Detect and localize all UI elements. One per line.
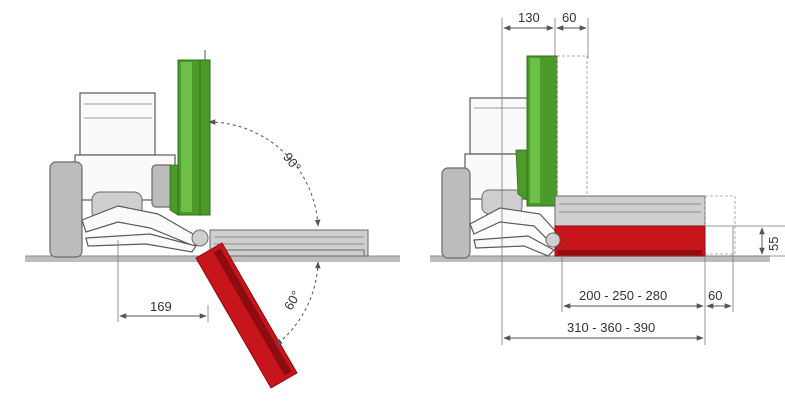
left-view: 90° 60° 169 xyxy=(25,50,400,389)
ground-right xyxy=(430,256,770,262)
linkage-arm-lower xyxy=(85,233,197,253)
grey-deck-horizontal xyxy=(209,229,369,257)
dim-working-label: 200 - 250 - 280 xyxy=(579,288,667,303)
grey-deck-right xyxy=(554,195,706,227)
red-deck-highlight xyxy=(213,248,292,376)
dim-130-label: 130 xyxy=(518,10,540,25)
angle-label-60: 60° xyxy=(281,288,304,313)
dim-working: 200 - 250 - 280 60 xyxy=(563,288,732,309)
dim-top: 130 60 xyxy=(503,10,587,31)
dim-55: 55 xyxy=(759,227,781,255)
angle-arc-90 xyxy=(208,119,321,227)
angle-label-90: 90° xyxy=(280,150,304,175)
dim-total-label: 310 - 360 - 390 xyxy=(567,320,655,335)
dim-total: 310 - 360 - 390 xyxy=(503,320,704,341)
pivot-joint-right xyxy=(545,232,561,248)
pivot-joint xyxy=(191,229,209,247)
red-deck-lowered xyxy=(195,242,298,389)
dim-55-label: 55 xyxy=(766,237,781,251)
tractor-rear-tyre-right xyxy=(441,167,471,259)
tractor-cab xyxy=(79,92,156,156)
tractor-rear-tyre xyxy=(49,161,83,258)
ghost-deck-horizontal xyxy=(704,195,736,255)
linkage-arm-right-lower xyxy=(473,235,555,257)
green-arm-left xyxy=(169,164,179,216)
dim-60-top-label: 60 xyxy=(562,10,576,25)
green-deck-raised-right xyxy=(515,55,588,207)
tractor-cab-right xyxy=(469,97,531,155)
angle-arc-60 xyxy=(275,261,321,346)
green-deck-highlight xyxy=(181,62,192,212)
right-view: 130 60 55 200 - 250 - 280 60 310 - 360 -… xyxy=(430,10,785,345)
dim-60-bottom-label: 60 xyxy=(708,288,722,303)
deck-roller xyxy=(213,249,365,257)
ghost-deck-vertical xyxy=(556,55,588,197)
dim-169-label: 169 xyxy=(150,299,172,314)
green-deck-raised xyxy=(169,50,211,216)
dim-169: 169 xyxy=(117,240,209,322)
